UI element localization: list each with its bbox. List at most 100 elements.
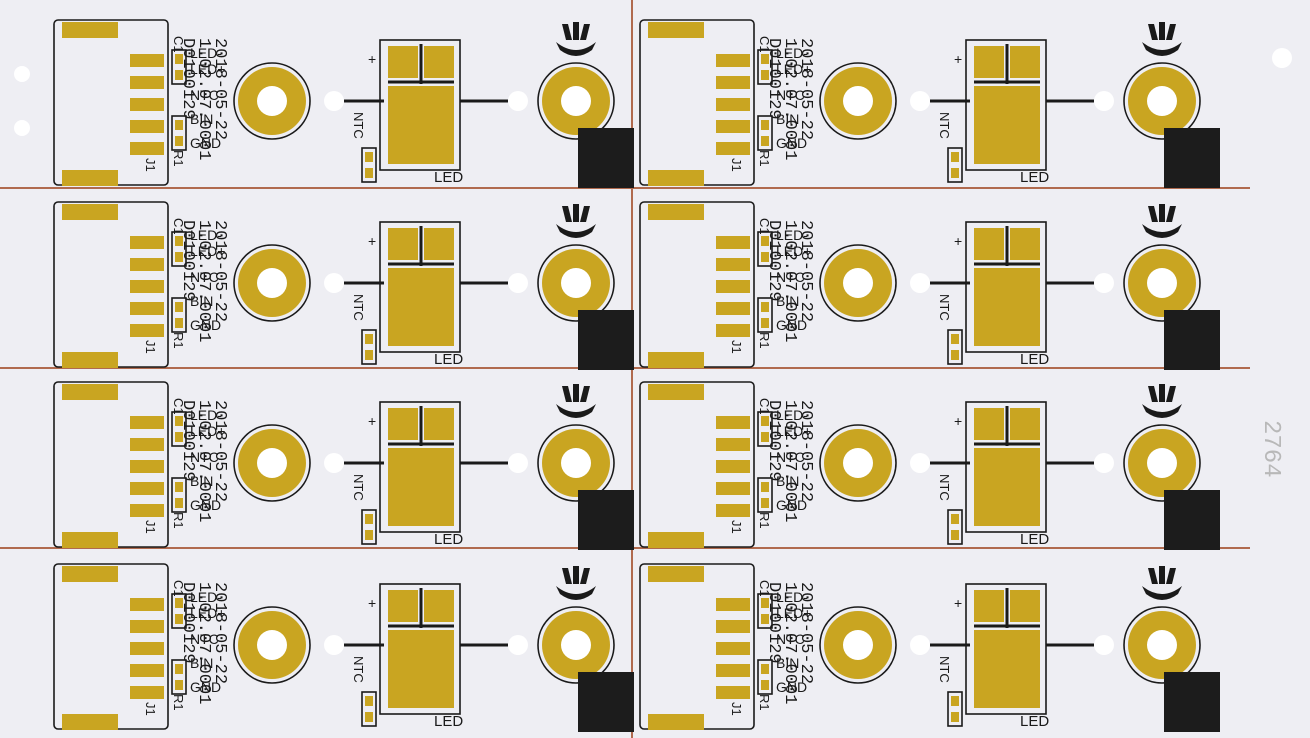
via-hole bbox=[324, 91, 344, 111]
connector-pin-pad bbox=[716, 642, 750, 655]
ntc-pad bbox=[365, 152, 373, 162]
c1-pad bbox=[175, 432, 183, 442]
company-logo-icon bbox=[556, 566, 596, 600]
r1-footprint bbox=[757, 297, 773, 333]
pin-label: LED+ bbox=[190, 243, 225, 259]
ntc-pad bbox=[951, 152, 959, 162]
connector-end-pad bbox=[648, 714, 704, 730]
ntc-label: NTC bbox=[351, 656, 366, 683]
ntc-label: NTC bbox=[351, 294, 366, 321]
led-pad-small bbox=[388, 590, 418, 622]
led-pad-small bbox=[1010, 590, 1040, 622]
pin-label: LED- bbox=[776, 589, 808, 605]
ntc-footprint bbox=[361, 147, 377, 183]
date-code: 2018-05-22 bbox=[210, 400, 229, 502]
c1-label: C1 bbox=[757, 36, 772, 53]
mount-ring-outline bbox=[537, 62, 615, 140]
polarity-mark: + bbox=[954, 51, 962, 67]
pin-label: LED- bbox=[776, 407, 808, 423]
mount-ring-outline bbox=[537, 606, 615, 684]
connector-pin-pad bbox=[130, 98, 164, 111]
pin-label: BIN bbox=[776, 293, 799, 309]
ntc-label: NTC bbox=[937, 474, 952, 501]
pin-label: GND bbox=[190, 497, 221, 513]
via-hole bbox=[508, 453, 528, 473]
connector-pin-pad bbox=[130, 120, 164, 133]
r1-footprint bbox=[171, 297, 187, 333]
solder-mask-block bbox=[578, 672, 634, 732]
company-logo-icon bbox=[1142, 566, 1182, 600]
connector-ref: J1 bbox=[729, 702, 744, 716]
ntc-footprint bbox=[947, 147, 963, 183]
pin-label: GND bbox=[776, 497, 807, 513]
connector-ref: J1 bbox=[729, 520, 744, 534]
c1-footprint bbox=[171, 49, 187, 85]
connector-ref: J1 bbox=[143, 520, 158, 534]
r1-pad bbox=[761, 482, 769, 492]
pin-label: GND bbox=[190, 135, 221, 151]
r1-pad bbox=[175, 136, 183, 146]
led-pad-small bbox=[974, 228, 1004, 260]
mount-hole bbox=[257, 86, 287, 116]
mount-hole bbox=[561, 86, 591, 116]
solder-mask-block bbox=[1164, 672, 1220, 732]
mount-hole bbox=[1147, 86, 1177, 116]
ntc-label: NTC bbox=[351, 474, 366, 501]
pcb-board: D01001291.02.07.00012018-05-22J1C1R1LED-… bbox=[53, 381, 634, 550]
c1-footprint bbox=[171, 411, 187, 447]
ntc-footprint bbox=[947, 691, 963, 727]
pin-label: LED- bbox=[190, 589, 222, 605]
connector-pin-pad bbox=[716, 664, 750, 677]
connector-pin-pad bbox=[716, 438, 750, 451]
version-number: 1.02.07.0001 bbox=[194, 582, 213, 704]
polarity-mark: + bbox=[954, 413, 962, 429]
connector-end-pad bbox=[62, 22, 118, 38]
r1-pad bbox=[175, 318, 183, 328]
via-hole bbox=[1094, 635, 1114, 655]
company-logo-icon bbox=[556, 204, 596, 238]
led-pad-small bbox=[1010, 46, 1040, 78]
pin-label: NTC bbox=[776, 631, 805, 647]
mount-hole bbox=[561, 268, 591, 298]
pin-label: BIN bbox=[776, 655, 799, 671]
c1-pad bbox=[761, 70, 769, 80]
connector-pin-pad bbox=[130, 236, 164, 249]
date-code: 2018-05-22 bbox=[796, 220, 815, 322]
connector-pin-pad bbox=[716, 54, 750, 67]
connector-end-pad bbox=[62, 170, 118, 186]
company-logo-icon bbox=[556, 22, 596, 56]
connector-ref: J1 bbox=[729, 158, 744, 172]
led-pad-small bbox=[1010, 228, 1040, 260]
r1-pad bbox=[761, 120, 769, 130]
c1-label: C1 bbox=[171, 398, 186, 415]
version-number: 1.02.07.0001 bbox=[780, 582, 799, 704]
c1-pad bbox=[175, 416, 183, 426]
connector-end-pad bbox=[648, 384, 704, 400]
connector-end-pad bbox=[648, 170, 704, 186]
ntc-pad bbox=[365, 168, 373, 178]
led-footprint-outline bbox=[379, 39, 461, 171]
ntc-pad bbox=[951, 530, 959, 540]
led-pad-small bbox=[424, 408, 454, 440]
ntc-footprint bbox=[361, 691, 377, 727]
pin-label: GND bbox=[190, 317, 221, 333]
r1-footprint bbox=[171, 477, 187, 513]
pin-label: LED- bbox=[190, 45, 222, 61]
connector-ref: J1 bbox=[143, 702, 158, 716]
via-hole bbox=[910, 635, 930, 655]
pin-label: NTC bbox=[190, 87, 219, 103]
pin-label: LED- bbox=[776, 45, 808, 61]
led-label: LED bbox=[434, 169, 463, 186]
r1-pad bbox=[761, 136, 769, 146]
connector-end-pad bbox=[648, 532, 704, 548]
r1-pad bbox=[175, 498, 183, 508]
c1-pad bbox=[175, 54, 183, 64]
connector-pin-pad bbox=[130, 664, 164, 677]
polarity-mark: + bbox=[368, 233, 376, 249]
led-label: LED bbox=[434, 713, 463, 730]
connector-pin-pad bbox=[130, 686, 164, 699]
connector-pin-pad bbox=[130, 598, 164, 611]
r1-footprint bbox=[171, 115, 187, 151]
